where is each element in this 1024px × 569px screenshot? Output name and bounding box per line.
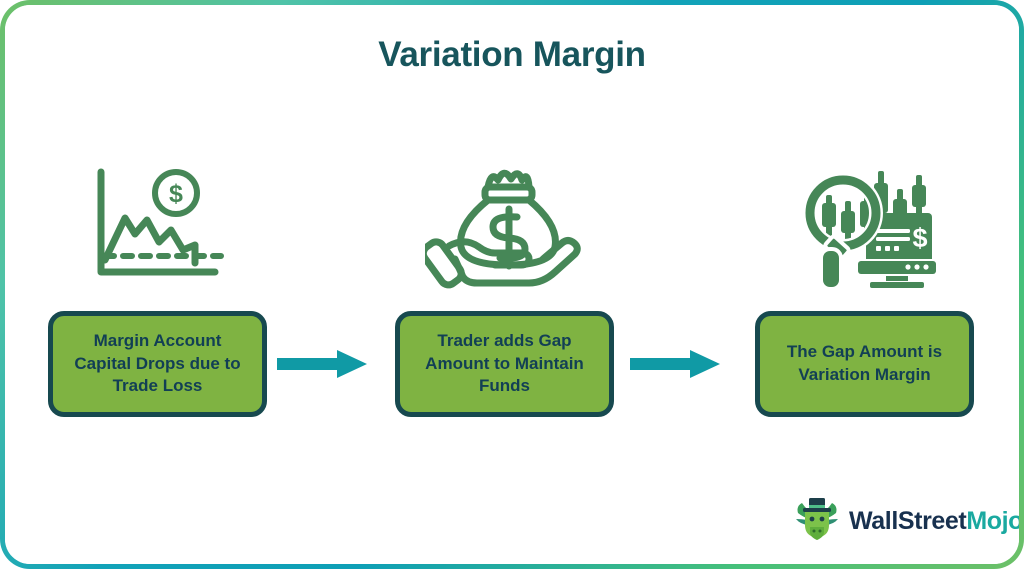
- step-box-2[interactable]: Trader adds Gap Amount to Maintain Funds: [395, 311, 614, 417]
- step-2-icon-slot: [400, 155, 610, 295]
- magnifier-candlestick-monitor-icon: $: [802, 171, 936, 289]
- arrow-right-icon-1: [277, 349, 369, 379]
- step-box-3[interactable]: The Gap Amount is Variation Margin: [755, 311, 974, 417]
- step-box-1[interactable]: Margin Account Capital Drops due to Trad…: [48, 311, 267, 417]
- step-3-icon-slot: $: [765, 155, 975, 295]
- bull-with-top-hat-icon: [796, 498, 838, 540]
- infographic-canvas: Variation Margin $: [5, 5, 1019, 564]
- arrow-right-icon-2: [630, 349, 722, 379]
- logo-wordmark: WallStreetMojo: [849, 507, 1019, 536]
- wallstreetmojo-logo[interactable]: WallStreetMojo: [794, 497, 1019, 545]
- page-title: Variation Margin: [378, 35, 646, 74]
- hand-holding-money-bag-icon: [425, 169, 581, 289]
- logo-word-primary: WallStreet: [849, 506, 967, 535]
- svg-text:$: $: [169, 180, 183, 208]
- magnifier-icon: [802, 173, 883, 289]
- dollar-coin-icon: $: [152, 169, 200, 217]
- declining-chart-dollar-icon: $: [97, 168, 224, 276]
- step-1-icon-slot: $: [53, 155, 263, 295]
- svg-text:$: $: [912, 223, 927, 253]
- logo-word-secondary: Mojo: [966, 506, 1019, 535]
